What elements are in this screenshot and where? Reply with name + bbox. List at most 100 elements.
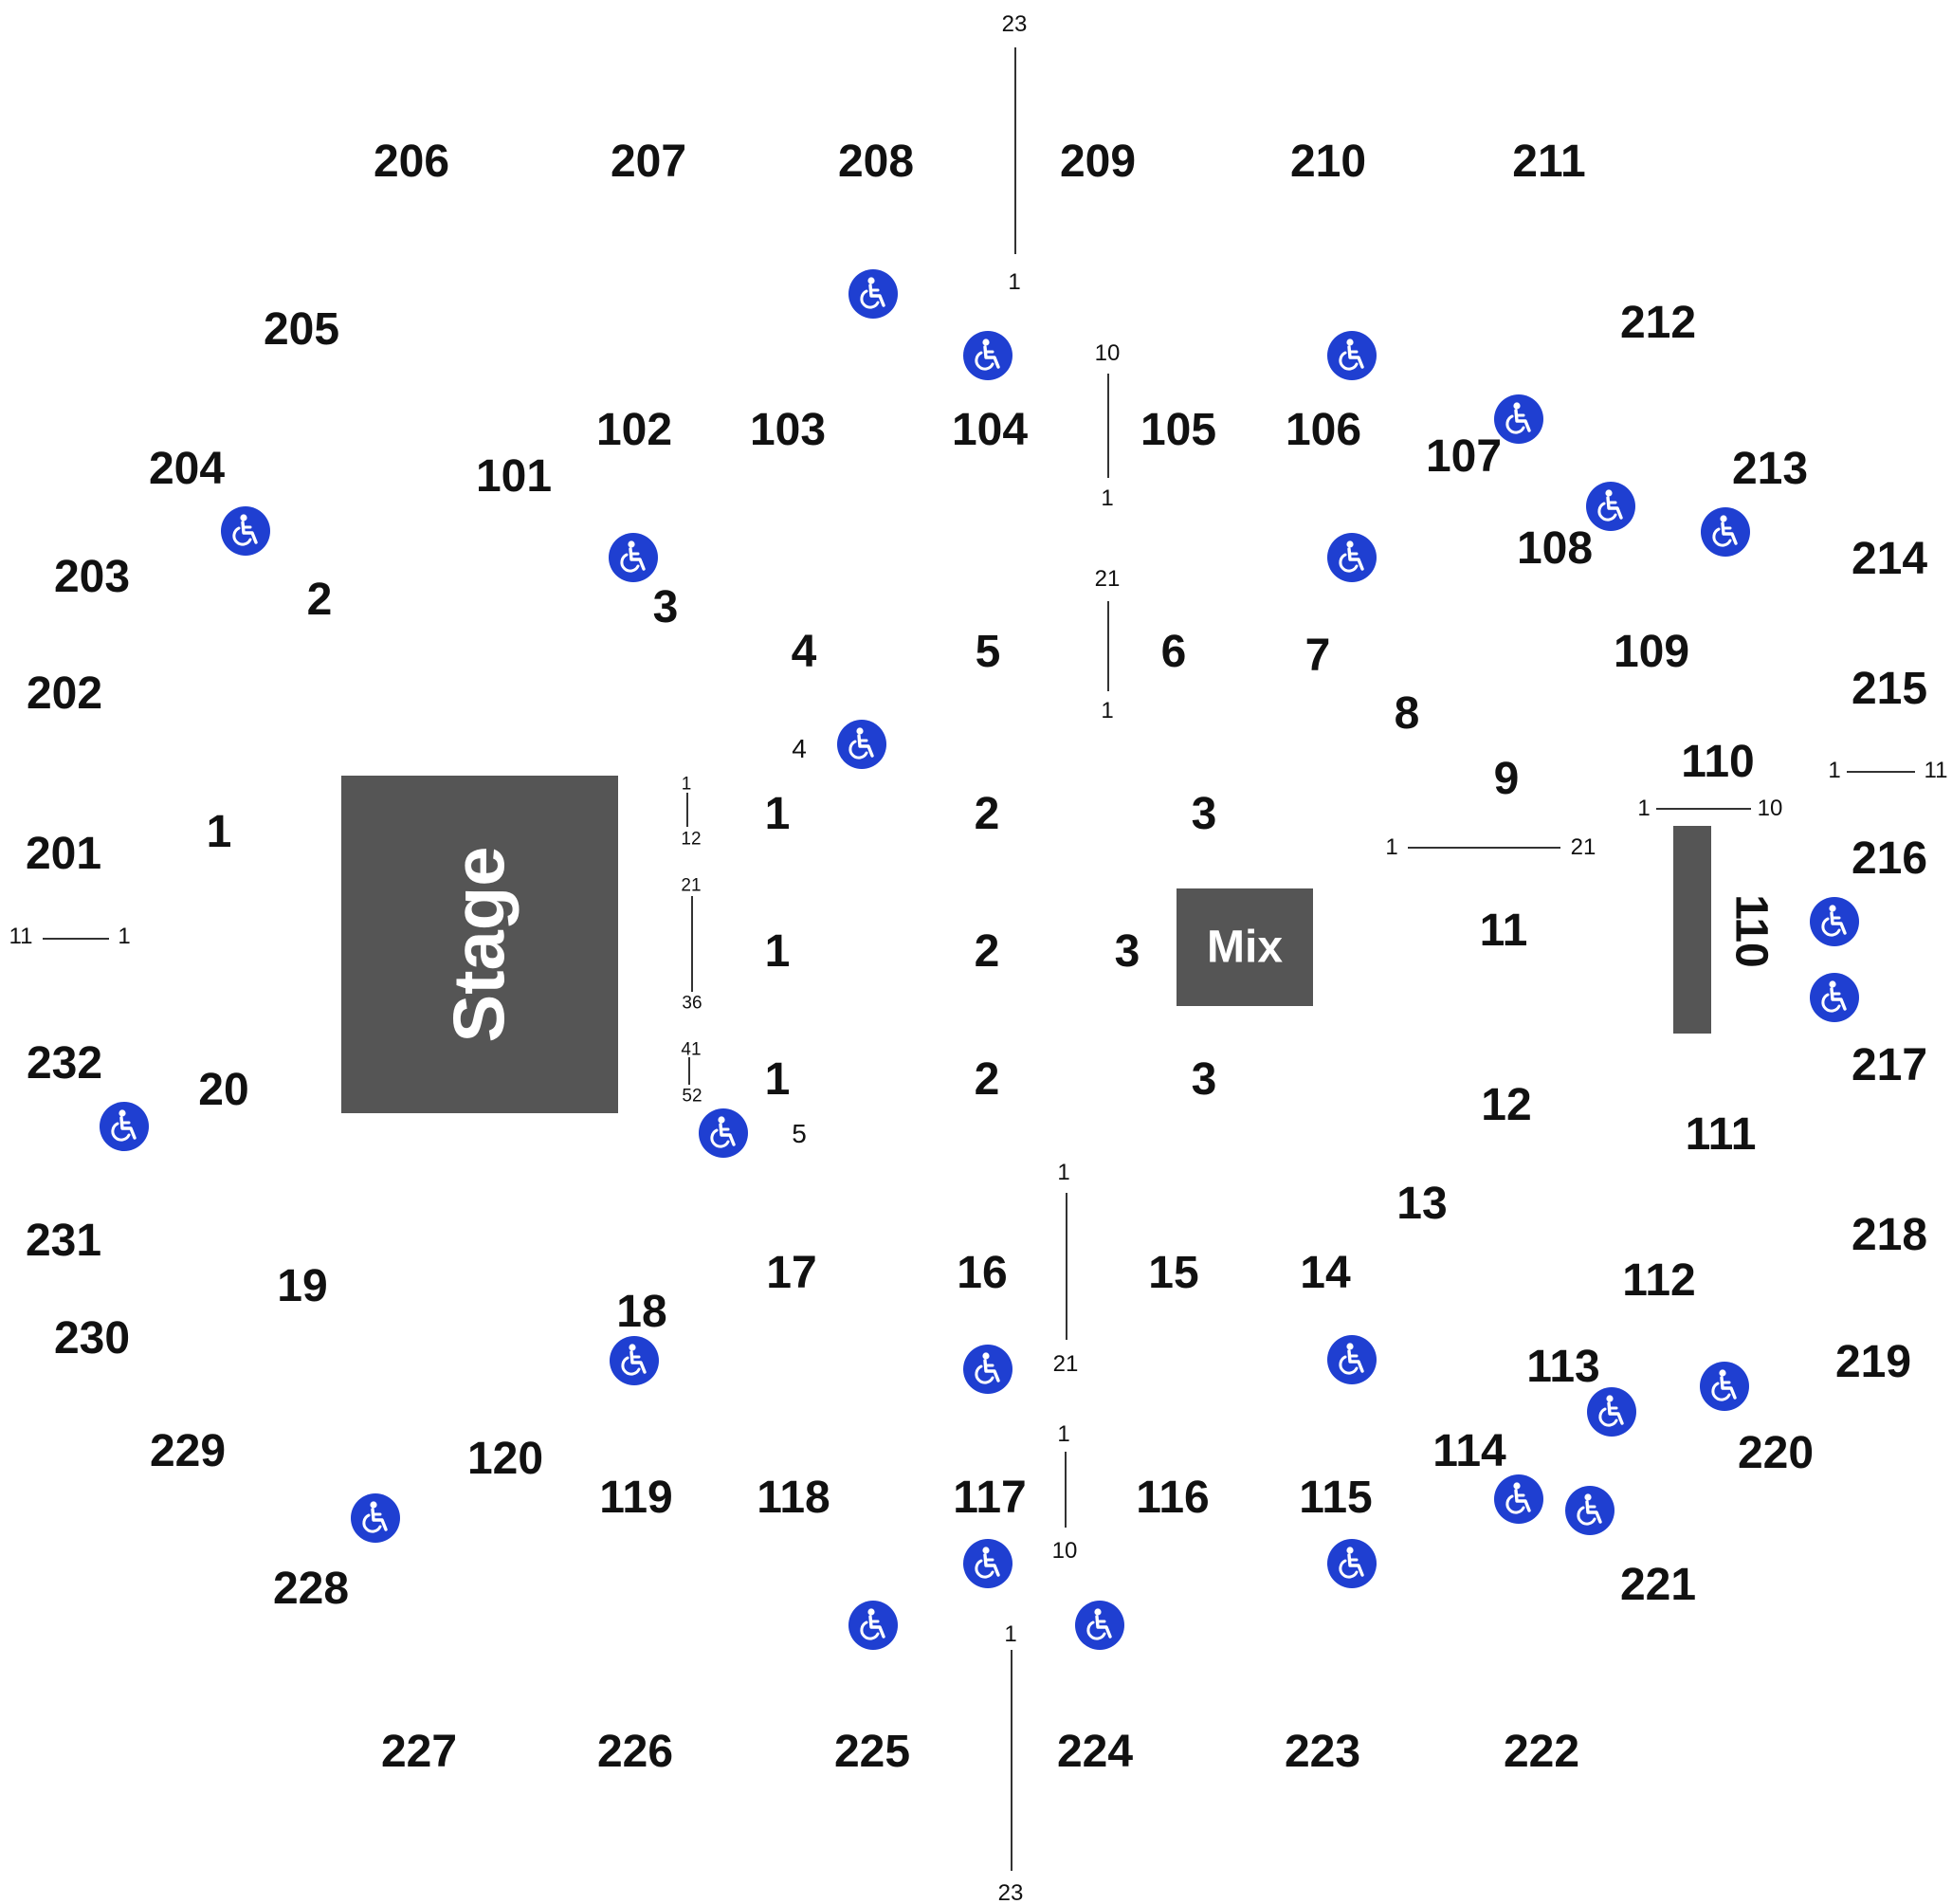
- wheelchair-icon: [848, 269, 898, 319]
- section-116[interactable]: 116: [1136, 1473, 1210, 1523]
- wheelchair-icon: [100, 1102, 149, 1151]
- row-line-6: [1107, 601, 1109, 691]
- section-115[interactable]: 115: [1299, 1473, 1373, 1523]
- section-204[interactable]: 204: [148, 444, 226, 494]
- floor-section-1[interactable]: 1: [206, 807, 232, 857]
- section-219[interactable]: 219: [1834, 1337, 1912, 1387]
- mix-position[interactable]: Mix: [1177, 888, 1313, 1006]
- section-214[interactable]: 214: [1851, 534, 1928, 584]
- section-108[interactable]: 108: [1516, 523, 1594, 574]
- floor-section-6[interactable]: 6: [1160, 627, 1187, 677]
- section-110[interactable]: 110: [1681, 737, 1755, 787]
- floor-section-12[interactable]: 12: [1481, 1080, 1532, 1130]
- section-107[interactable]: 107: [1425, 431, 1503, 482]
- row-line-bottom: [1011, 1650, 1012, 1871]
- section-230[interactable]: 230: [53, 1313, 131, 1364]
- floor-block-1-front[interactable]: 1: [764, 789, 791, 839]
- floor-section-16[interactable]: 16: [957, 1248, 1008, 1298]
- floor-block-2-middle[interactable]: 2: [974, 926, 1000, 977]
- floor-block-2-back[interactable]: 2: [974, 1054, 1000, 1105]
- section-103[interactable]: 103: [749, 405, 827, 455]
- floor-section-7[interactable]: 7: [1304, 631, 1331, 681]
- floor-section-8[interactable]: 8: [1394, 688, 1420, 739]
- section-101[interactable]: 101: [475, 451, 553, 502]
- section-112[interactable]: 112: [1622, 1255, 1696, 1306]
- row-line-stage-c: [688, 1057, 690, 1085]
- row-marker-16-1: 1: [1057, 1160, 1070, 1185]
- section-208[interactable]: 208: [837, 137, 915, 187]
- section-220[interactable]: 220: [1737, 1428, 1815, 1478]
- section-113[interactable]: 113: [1526, 1342, 1600, 1392]
- section-224[interactable]: 224: [1056, 1727, 1134, 1777]
- section-232[interactable]: 232: [26, 1038, 103, 1089]
- floor-block-3-front[interactable]: 3: [1191, 789, 1217, 839]
- section-201[interactable]: 201: [25, 829, 102, 879]
- section-225[interactable]: 225: [833, 1727, 911, 1777]
- section-109[interactable]: 109: [1613, 627, 1690, 677]
- wheelchair-icon: [1494, 1474, 1543, 1524]
- section-203[interactable]: 203: [53, 552, 131, 602]
- section-202[interactable]: 202: [26, 668, 103, 719]
- section-119[interactable]: 119: [599, 1473, 673, 1523]
- section-106[interactable]: 106: [1285, 405, 1362, 455]
- section-213[interactable]: 213: [1731, 444, 1809, 494]
- section-226[interactable]: 226: [596, 1727, 674, 1777]
- section-216[interactable]: 216: [1851, 833, 1928, 884]
- section-228[interactable]: 228: [272, 1564, 350, 1614]
- floor-section-3[interactable]: 3: [652, 582, 679, 632]
- section-117[interactable]: 117: [953, 1473, 1027, 1523]
- section-212[interactable]: 212: [1619, 298, 1697, 348]
- section-218[interactable]: 218: [1851, 1210, 1928, 1260]
- row-line-stage-a: [686, 793, 688, 827]
- section-207[interactable]: 207: [610, 137, 687, 187]
- section-227[interactable]: 227: [380, 1727, 458, 1777]
- stage[interactable]: Stage: [341, 776, 618, 1113]
- floor-block-1-middle[interactable]: 1: [764, 926, 791, 977]
- section-111[interactable]: 111: [1685, 1109, 1757, 1160]
- section-211[interactable]: 211: [1512, 137, 1586, 187]
- wheelchair-icon: [1565, 1486, 1615, 1535]
- row-marker-215-1: 1: [1828, 758, 1841, 783]
- section-118[interactable]: 118: [757, 1473, 830, 1523]
- floor-section-11[interactable]: 11: [1479, 906, 1528, 956]
- floor-section-14[interactable]: 14: [1300, 1248, 1351, 1298]
- section-217[interactable]: 217: [1851, 1040, 1928, 1090]
- floor-block-3-middle[interactable]: 3: [1114, 926, 1140, 977]
- row-marker-201-1: 1: [118, 924, 131, 949]
- section-223[interactable]: 223: [1284, 1727, 1361, 1777]
- floor-section-19[interactable]: 19: [277, 1261, 328, 1311]
- floor-block-3-back[interactable]: 3: [1191, 1054, 1217, 1105]
- floor-block-1-back[interactable]: 1: [764, 1054, 791, 1105]
- section-222[interactable]: 222: [1503, 1727, 1580, 1777]
- section-209[interactable]: 209: [1059, 137, 1137, 187]
- floor-section-18[interactable]: 18: [616, 1287, 667, 1337]
- section-205[interactable]: 205: [263, 304, 340, 355]
- section-229[interactable]: 229: [149, 1426, 227, 1476]
- floor-section-20[interactable]: 20: [198, 1065, 249, 1115]
- floor-section-9[interactable]: 9: [1493, 754, 1520, 804]
- floor-block-2-front[interactable]: 2: [974, 789, 1000, 839]
- floor-section-4[interactable]: 4: [791, 627, 817, 677]
- section-206[interactable]: 206: [373, 137, 450, 187]
- floor-section-5[interactable]: 5: [975, 627, 1001, 677]
- floor-section-17[interactable]: 17: [766, 1248, 817, 1298]
- row-marker-117-10: 10: [1051, 1538, 1078, 1564]
- section-105[interactable]: 105: [1140, 405, 1217, 455]
- wheelchair-icon: [609, 533, 658, 582]
- wheelchair-icon: [963, 331, 1012, 380]
- section-231[interactable]: 231: [25, 1216, 102, 1266]
- floor-section-2[interactable]: 2: [306, 575, 333, 625]
- section-210[interactable]: 210: [1289, 137, 1367, 187]
- floor-section-15[interactable]: 15: [1148, 1248, 1199, 1298]
- floor-section-13[interactable]: 13: [1396, 1179, 1448, 1229]
- section-104[interactable]: 104: [951, 405, 1029, 455]
- section-114[interactable]: 114: [1432, 1426, 1506, 1476]
- row-line-16: [1066, 1193, 1067, 1340]
- section-221[interactable]: 221: [1619, 1560, 1697, 1610]
- wheelchair-icon: [1586, 482, 1635, 531]
- section-102[interactable]: 102: [595, 405, 673, 455]
- row-marker-9-1: 1: [1385, 834, 1398, 860]
- section-120[interactable]: 120: [466, 1434, 544, 1484]
- section-215[interactable]: 215: [1851, 664, 1928, 714]
